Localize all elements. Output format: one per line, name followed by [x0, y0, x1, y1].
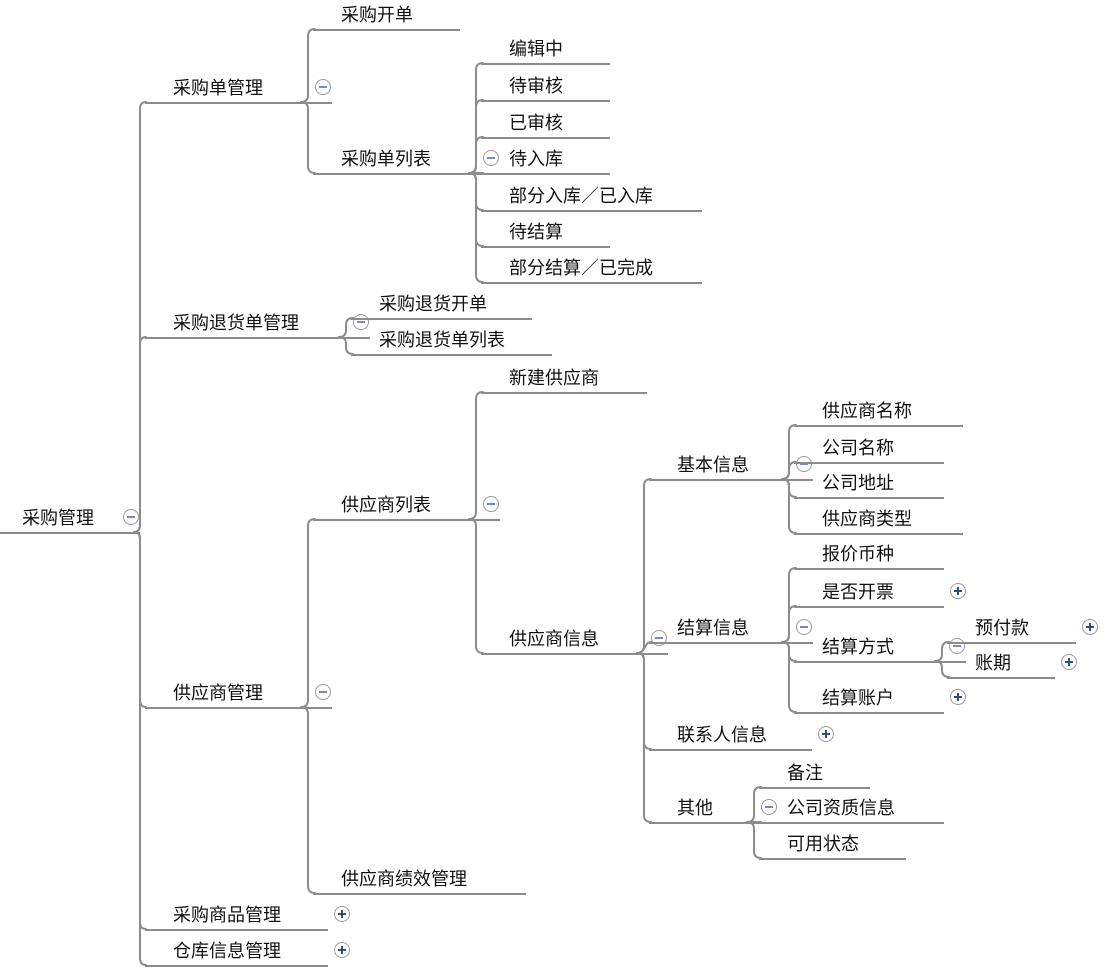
node-label: 可用状态 [787, 834, 859, 854]
collapse-toggle[interactable] [315, 79, 331, 95]
node-label: 新建供应商 [509, 368, 599, 388]
node-label: 联系人信息 [677, 725, 767, 745]
node-remarks[interactable]: 备注 [759, 759, 870, 789]
node-supplier-info[interactable]: 供应商信息 [481, 625, 668, 655]
node-procurement-management[interactable]: 采购管理 [0, 504, 140, 534]
node-label: 供应商名称 [822, 401, 912, 421]
node-label: 结算账户 [822, 688, 894, 708]
node-status-pending-inbound[interactable]: 待入库 [481, 145, 610, 175]
node-label: 结算方式 [822, 637, 894, 657]
node-label: 报价币种 [822, 544, 894, 564]
collapse-toggle[interactable] [796, 619, 812, 635]
node-create-purchase-order[interactable]: 采购开单 [313, 1, 460, 31]
node-quote-currency[interactable]: 报价币种 [794, 540, 944, 570]
node-purchase-return-list[interactable]: 采购退货单列表 [351, 326, 552, 356]
node-label: 公司名称 [822, 438, 894, 458]
node-invoice-flag[interactable]: 是否开票 [794, 578, 966, 608]
expand-toggle[interactable] [818, 726, 834, 742]
node-company-name[interactable]: 公司名称 [794, 434, 944, 464]
collapse-toggle[interactable] [483, 496, 499, 512]
collapse-toggle[interactable] [315, 684, 331, 700]
node-label: 采购退货单列表 [379, 330, 505, 350]
node-label: 预付款 [975, 618, 1029, 638]
node-label: 待入库 [509, 149, 563, 169]
node-label: 部分入库／已入库 [509, 186, 653, 206]
node-other[interactable]: 其他 [649, 794, 778, 824]
node-label: 公司地址 [822, 473, 894, 493]
node-label: 公司资质信息 [787, 798, 895, 818]
node-label: 采购管理 [22, 508, 94, 528]
node-label: 采购商品管理 [173, 905, 281, 925]
node-company-qualification[interactable]: 公司资质信息 [759, 794, 944, 824]
node-label: 供应商列表 [341, 495, 431, 515]
node-label: 仓库信息管理 [173, 941, 281, 961]
node-label: 采购退货开单 [379, 294, 487, 314]
expand-toggle[interactable] [950, 583, 966, 599]
node-label: 待结算 [509, 222, 563, 242]
node-label: 结算信息 [677, 618, 749, 638]
node-basic-info[interactable]: 基本信息 [649, 451, 813, 481]
expand-toggle[interactable] [950, 689, 966, 705]
connector [133, 336, 147, 533]
node-payment-terms[interactable]: 账期 [947, 649, 1077, 679]
node-label: 供应商管理 [173, 683, 263, 703]
node-label: 其他 [677, 798, 713, 818]
node-availability-status[interactable]: 可用状态 [759, 830, 906, 860]
node-settlement-info[interactable]: 结算信息 [649, 614, 813, 644]
node-status-partial-inbound[interactable]: 部分入库／已入库 [481, 182, 702, 212]
node-contact-info[interactable]: 联系人信息 [649, 721, 834, 751]
node-purchase-return-management[interactable]: 采购退货单管理 [145, 309, 370, 339]
node-label: 采购开单 [341, 5, 413, 25]
node-status-reviewed[interactable]: 已审核 [481, 109, 610, 139]
node-label: 是否开票 [822, 582, 894, 602]
node-status-partial-settlement[interactable]: 部分结算／已完成 [481, 254, 702, 284]
node-supplier-list[interactable]: 供应商列表 [313, 491, 500, 521]
node-label: 供应商类型 [822, 509, 912, 529]
node-label: 备注 [787, 763, 823, 783]
node-label: 采购退货单管理 [173, 313, 299, 333]
node-label: 已审核 [509, 113, 563, 133]
node-create-supplier[interactable]: 新建供应商 [481, 364, 647, 394]
node-purchase-goods-management[interactable]: 采购商品管理 [145, 901, 350, 931]
connector [133, 531, 147, 930]
node-supplier-name[interactable]: 供应商名称 [794, 397, 963, 427]
node-label: 账期 [975, 653, 1011, 673]
node-status-editing[interactable]: 编辑中 [481, 35, 610, 65]
expand-toggle[interactable] [334, 906, 350, 922]
expand-toggle[interactable] [1061, 654, 1077, 670]
node-supplier-performance[interactable]: 供应商绩效管理 [313, 865, 526, 895]
node-label: 待审核 [509, 76, 563, 96]
expand-toggle[interactable] [1082, 619, 1098, 635]
node-label: 编辑中 [509, 39, 563, 59]
node-prepayment[interactable]: 预付款 [947, 614, 1098, 644]
node-label: 供应商绩效管理 [341, 869, 467, 889]
expand-toggle[interactable] [334, 942, 350, 958]
node-settlement-method[interactable]: 结算方式 [794, 633, 966, 663]
node-label: 采购单列表 [341, 149, 431, 169]
node-supplier-type[interactable]: 供应商类型 [794, 505, 963, 535]
node-status-pending-settlement[interactable]: 待结算 [481, 218, 610, 248]
node-status-pending-review[interactable]: 待审核 [481, 72, 610, 102]
node-purchase-order-list[interactable]: 采购单列表 [313, 145, 500, 175]
node-purchase-order-management[interactable]: 采购单管理 [145, 74, 332, 104]
collapse-toggle[interactable] [123, 509, 139, 525]
node-label: 部分结算／已完成 [509, 258, 653, 278]
node-label: 供应商信息 [509, 629, 599, 649]
node-warehouse-info-management[interactable]: 仓库信息管理 [145, 937, 350, 967]
node-company-address[interactable]: 公司地址 [794, 469, 944, 499]
node-create-purchase-return[interactable]: 采购退货开单 [351, 290, 532, 320]
node-label: 基本信息 [677, 455, 749, 475]
node-settlement-account[interactable]: 结算账户 [794, 684, 966, 714]
node-label: 采购单管理 [173, 78, 263, 98]
node-supplier-management[interactable]: 供应商管理 [145, 679, 332, 709]
